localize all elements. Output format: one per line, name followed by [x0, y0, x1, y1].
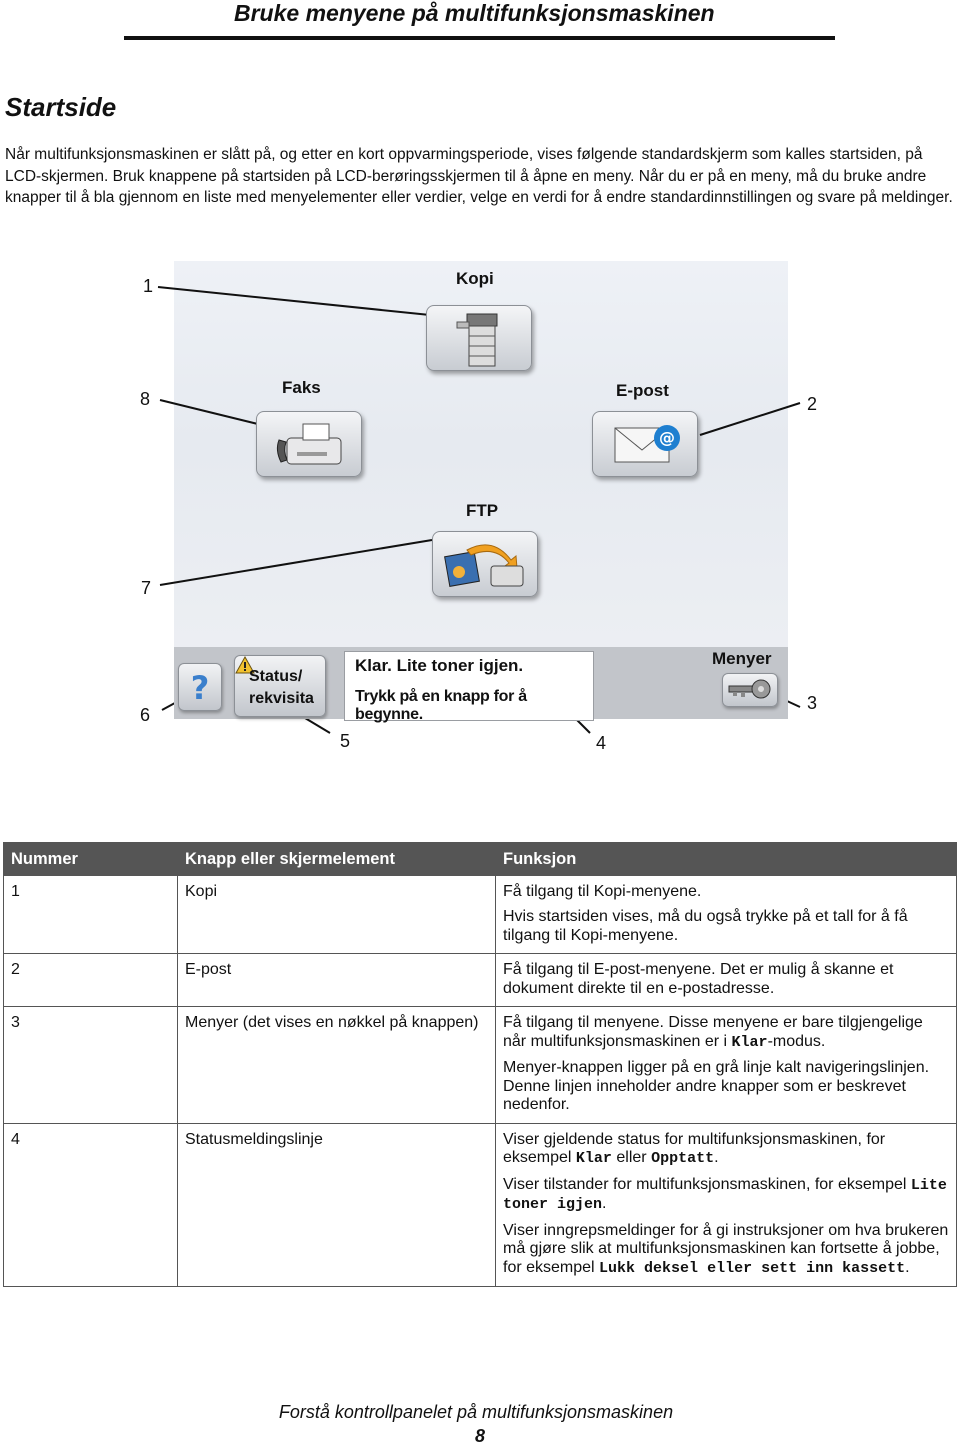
copier-icon [456, 313, 498, 367]
func-text: Hvis startsiden vises, må du også trykke… [503, 908, 908, 944]
fax-icon [276, 423, 342, 465]
faks-button[interactable] [256, 411, 362, 477]
question-icon: ? [191, 669, 210, 707]
menyer-button[interactable] [722, 673, 778, 707]
status-supplies-line2: rekvisita [249, 690, 314, 707]
callout-8: 8 [140, 389, 151, 409]
cell-func: Viser gjeldende status for multifunksjon… [495, 1122, 957, 1287]
warning-icon [235, 656, 255, 674]
func-text: Få tilgang til E-post-menyene. Det er mu… [503, 961, 894, 997]
cell-item: Kopi [177, 874, 496, 954]
callout-lines [157, 286, 801, 734]
status-supplies-line1: Status/ [249, 668, 303, 685]
kopi-button[interactable] [426, 305, 532, 371]
intro-paragraph: Når multifunksjonsmaskinen er slått på, … [5, 146, 953, 206]
table-row: 1 Kopi Få tilgang til Kopi-menyene. Hvis… [3, 874, 957, 954]
table-row: 2 E-post Få tilgang til E-post-menyene. … [3, 953, 957, 1007]
callout-5: 5 [340, 731, 351, 751]
status-message-line: Klar. Lite toner igjen. Trykk på en knap… [344, 651, 594, 723]
callout-2: 2 [807, 394, 818, 414]
ftp-button[interactable] [432, 531, 538, 597]
callout-1: 1 [143, 276, 154, 296]
ftp-label: FTP [466, 501, 499, 520]
footer-title: Forstå kontrollpanelet på multifunksjons… [278, 1402, 674, 1422]
epost-label: E-post [616, 381, 669, 400]
cell-func: Få tilgang til E-post-menyene. Det er mu… [495, 953, 957, 1007]
func-text: Få tilgang til menyene. Disse menyene er… [503, 1014, 923, 1051]
table-row: 3 Menyer (det vises en nøkkel på knappen… [3, 1006, 957, 1124]
cell-num: 4 [3, 1122, 178, 1287]
cell-num: 2 [3, 953, 178, 1007]
callout-4: 4 [596, 733, 607, 753]
cell-item: Menyer (det vises en nøkkel på knappen) [177, 1006, 496, 1124]
cell-item: Statusmeldingslinje [177, 1122, 496, 1287]
kopi-label: Kopi [456, 269, 494, 288]
func-text: Viser inngrepsmeldinger for å gi instruk… [503, 1221, 949, 1277]
cell-item: E-post [177, 953, 496, 1007]
help-button[interactable]: ? [178, 663, 222, 711]
button-function-table: Nummer Knapp eller skjermelement Funksjo… [3, 842, 957, 1287]
status-line-1: Klar. Lite toner igjen. [355, 656, 524, 675]
page-header: Bruke menyene på multifunksjonsmaskinen [0, 0, 960, 44]
func-text: Menyer-knappen ligger på en grå linje ka… [503, 1059, 930, 1113]
faks-label: Faks [282, 378, 321, 397]
callout-3: 3 [807, 693, 818, 713]
ftp-icon [444, 544, 524, 587]
col-header-knapp: Knapp eller skjermelement [177, 842, 496, 876]
cell-func: Få tilgang til menyene. Disse menyene er… [495, 1006, 957, 1124]
cell-num: 1 [3, 874, 178, 954]
svg-text:?: ? [191, 669, 210, 707]
header-rule [124, 36, 835, 40]
header-title: Bruke menyene på multifunksjonsmaskinen [234, 0, 715, 26]
section-title: Startside [5, 92, 117, 122]
table-header-row: Nummer Knapp eller skjermelement Funksjo… [3, 842, 957, 876]
func-text: Viser gjeldende status for multifunksjon… [503, 1130, 886, 1168]
menyer-label: Menyer [712, 649, 772, 668]
page-number: 8 [474, 1426, 485, 1446]
func-text: Viser tilstander for multifunksjonsmaski… [503, 1175, 947, 1214]
email-icon: @ [614, 425, 680, 463]
table-row: 4 Statusmeldingslinje Viser gjeldende st… [3, 1122, 957, 1287]
cell-func: Få tilgang til Kopi-menyene. Hvis starts… [495, 874, 957, 954]
home-screen-figure: Kopi Faks E-post @ FTP [0, 255, 960, 755]
epost-button[interactable]: @ [592, 411, 698, 477]
col-header-nummer: Nummer [3, 842, 178, 876]
col-header-funksjon: Funksjon [495, 842, 957, 876]
svg-text:@: @ [659, 428, 675, 447]
status-supplies-button[interactable]: Status/ rekvisita [234, 655, 326, 717]
cell-num: 3 [3, 1006, 178, 1124]
status-line-2: Trykk på en knapp for å begynne. [355, 688, 527, 723]
callout-7: 7 [141, 578, 152, 598]
func-text: Få tilgang til Kopi-menyene. [503, 882, 702, 900]
callout-6: 6 [140, 705, 151, 725]
key-icon [728, 679, 771, 699]
